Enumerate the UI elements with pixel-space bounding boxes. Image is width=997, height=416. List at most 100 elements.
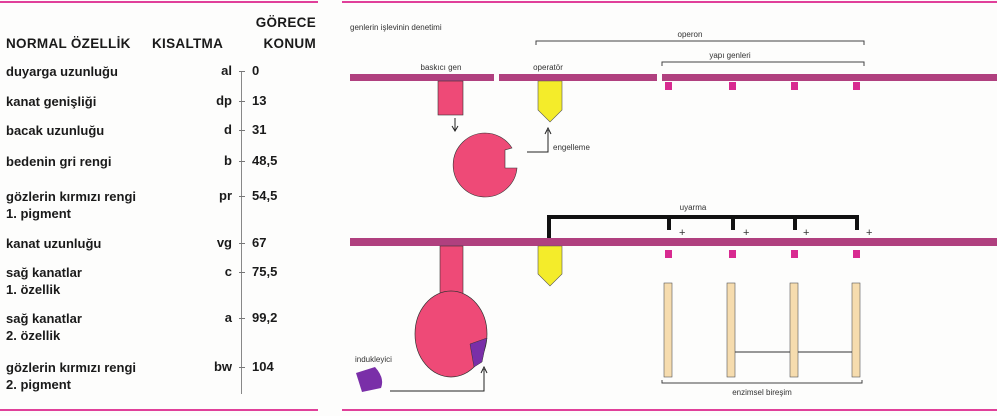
inhibition-label: engelleme: [553, 143, 590, 152]
relative-position: 54,5: [252, 188, 278, 203]
feature-name-line2: 1. özellik: [6, 282, 61, 297]
axis-tick: [239, 161, 245, 162]
operator-region: [537, 245, 563, 287]
feature-name-line1: kanat uzunluğu: [6, 236, 102, 251]
feature-name-line2: 2. özellik: [6, 328, 61, 343]
diagram-title: genlerin işlevinin denetimi: [350, 23, 442, 32]
dna-segment: [499, 74, 657, 81]
feature-name-line1: gözlerin kırmızı rengi: [6, 360, 137, 375]
axis-tick: [239, 243, 245, 244]
inducer-molecule: [356, 367, 383, 392]
plus-sign: +: [743, 227, 749, 239]
inhibition-arrow-icon: [527, 126, 552, 153]
axis-tick: [239, 367, 245, 368]
repressor-gene-label: baskıcı gen: [421, 63, 462, 72]
relative-position: 13: [252, 93, 267, 108]
repressor-protein: [414, 290, 488, 378]
top-rule-left: [0, 1, 318, 3]
abbreviation: vg: [216, 235, 232, 250]
feature-name: sağ kanatlar 1. özellik: [6, 264, 82, 298]
feature-name-line1: duyarga uzunluğu: [6, 64, 118, 79]
relative-position: 0: [252, 63, 260, 78]
plus-sign: +: [866, 227, 872, 239]
header-abbr: KISALTMA: [152, 36, 224, 51]
header-pos-line1: GÖRECE: [255, 15, 316, 30]
feature-name: kanat uzunluğu: [6, 235, 101, 252]
gene-marker: [665, 250, 672, 258]
stimulation-label: uyarma: [680, 203, 707, 212]
abbreviation: bw: [213, 359, 232, 374]
axis-tick: [239, 101, 245, 102]
feature-name: bedenin gri rengi: [6, 153, 111, 170]
feature-name: gözlerin kırmızı rengi 1. pigment: [6, 188, 136, 222]
dna-segment: [350, 74, 494, 81]
feature-name-line2: 2. pigment: [6, 377, 72, 392]
header-pos-line2: KONUM: [263, 36, 316, 51]
enzyme-bar: [789, 282, 799, 378]
axis-tick: [239, 272, 245, 273]
relative-position: 31: [252, 122, 267, 137]
top-rule-right: [342, 1, 997, 3]
gene-marker: [853, 250, 860, 258]
feature-name: sağ kanatlar 2. özellik: [6, 310, 82, 344]
feature-name-line1: gözlerin kırmızı rengi: [6, 189, 137, 204]
relative-position: 48,5: [252, 153, 278, 168]
feature-name-line1: bedenin gri rengi: [6, 154, 112, 169]
relative-position: 67: [252, 235, 267, 250]
structural-genes-bracket: [661, 61, 865, 66]
feature-name-line1: sağ kanatlar: [6, 265, 82, 280]
relative-position: 104: [252, 359, 274, 374]
enzyme-bar: [726, 282, 736, 378]
gene-marker: [729, 250, 736, 258]
gene-marker: [665, 82, 672, 90]
axis-tick: [239, 318, 245, 319]
plus-sign: +: [803, 227, 809, 239]
enzymatic-synthesis-label: enzimsel bireşim: [732, 388, 792, 397]
gene-marker: [791, 82, 798, 90]
abbreviation: al: [221, 63, 232, 78]
gene-marker: [853, 82, 860, 90]
bottom-rule-left: [0, 409, 318, 411]
abbreviation: c: [224, 264, 232, 279]
relative-position: 99,2: [252, 310, 278, 325]
abbreviation: a: [224, 310, 232, 325]
header-feature: NORMAL ÖZELLİK: [6, 36, 131, 51]
feature-name-line2: 1. pigment: [6, 206, 72, 221]
feature-name: kanat genişliği: [6, 93, 96, 110]
abbreviation: d: [224, 122, 232, 137]
bottom-rule-right: [342, 409, 997, 411]
inducer-arrow-icon: [390, 365, 488, 392]
operon-bracket: [535, 40, 865, 45]
feature-name: duyarga uzunluğu: [6, 63, 118, 80]
operator-region: [537, 80, 563, 123]
position-axis: [241, 72, 242, 394]
feature-name-line1: kanat genişliği: [6, 94, 97, 109]
axis-tick: [239, 71, 245, 72]
gene-marker: [791, 250, 798, 258]
enzyme-bar: [663, 282, 673, 378]
feature-name-line1: bacak uzunluğu: [6, 123, 105, 138]
axis-tick: [239, 130, 245, 131]
operon-label: operon: [678, 30, 703, 39]
enzyme-bar: [851, 282, 861, 378]
plus-sign: +: [679, 227, 685, 239]
stimulation-bracket: [547, 215, 859, 238]
operator-label: operatör: [533, 63, 563, 72]
feature-name: gözlerin kırmızı rengi 2. pigment: [6, 359, 136, 393]
abbreviation: dp: [216, 93, 232, 108]
feature-name: bacak uzunluğu: [6, 122, 104, 139]
enzymatic-synthesis-bracket: [661, 380, 863, 384]
bound-inducer: [469, 337, 488, 368]
abbreviation: pr: [219, 188, 232, 203]
feature-name-line1: sağ kanatlar: [6, 311, 82, 326]
gene-marker: [729, 82, 736, 90]
dna-strand: [350, 238, 997, 246]
repressor-gene: [437, 80, 464, 116]
arrow-down-icon: [451, 118, 459, 132]
abbreviation: b: [224, 153, 232, 168]
structural-genes-label: yapı genleri: [709, 51, 751, 60]
axis-tick: [239, 196, 245, 197]
repressor-protein: [452, 132, 518, 198]
